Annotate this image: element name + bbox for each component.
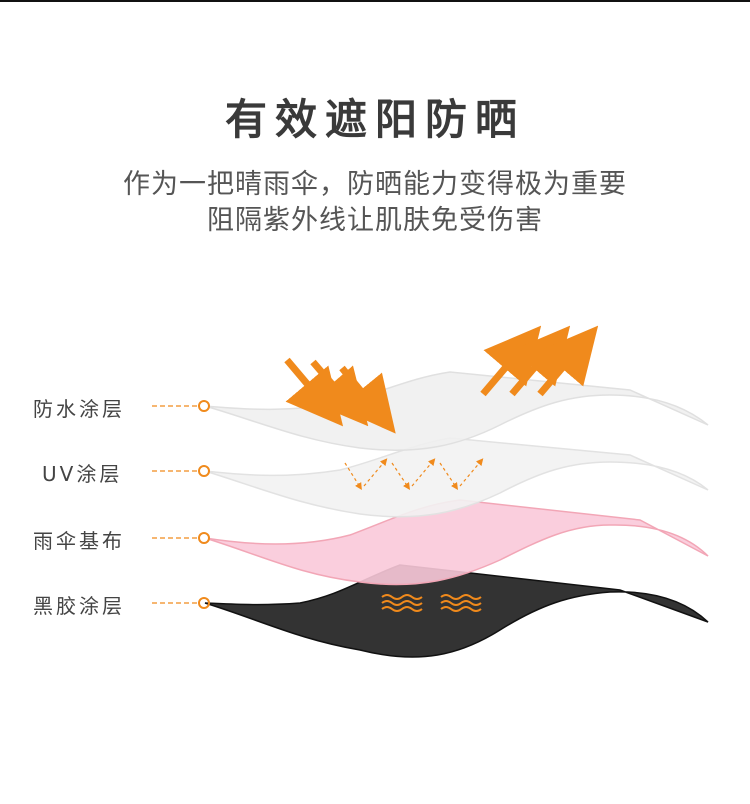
reflect-arrows-icon [344,458,484,491]
label-base-fabric: 雨伞基布 [33,529,125,553]
subtitle-line-1: 作为一把晴雨伞，防晒能力变得极为重要 [123,169,627,200]
page-title: 有效遮阳防晒 [224,95,525,144]
label-waterproof-coating: 防水涂层 [33,397,125,421]
reflected-uv-arrows-icon [480,325,599,397]
leader-lines [152,400,210,609]
heat-waves-icon [381,594,482,612]
subtitle-line-2: 阻隔紫外线让肌肤免受伤害 [207,205,543,236]
label-uv-coating: UV涂层 [42,462,123,486]
top-border [0,0,750,2]
uv-coating-layer [204,437,709,518]
label-black-coating: 黑胶涂层 [33,594,125,618]
base-fabric-layer [204,499,709,586]
waterproof-coating-layer [204,371,709,451]
incoming-uv-arrows-icon [284,357,396,434]
